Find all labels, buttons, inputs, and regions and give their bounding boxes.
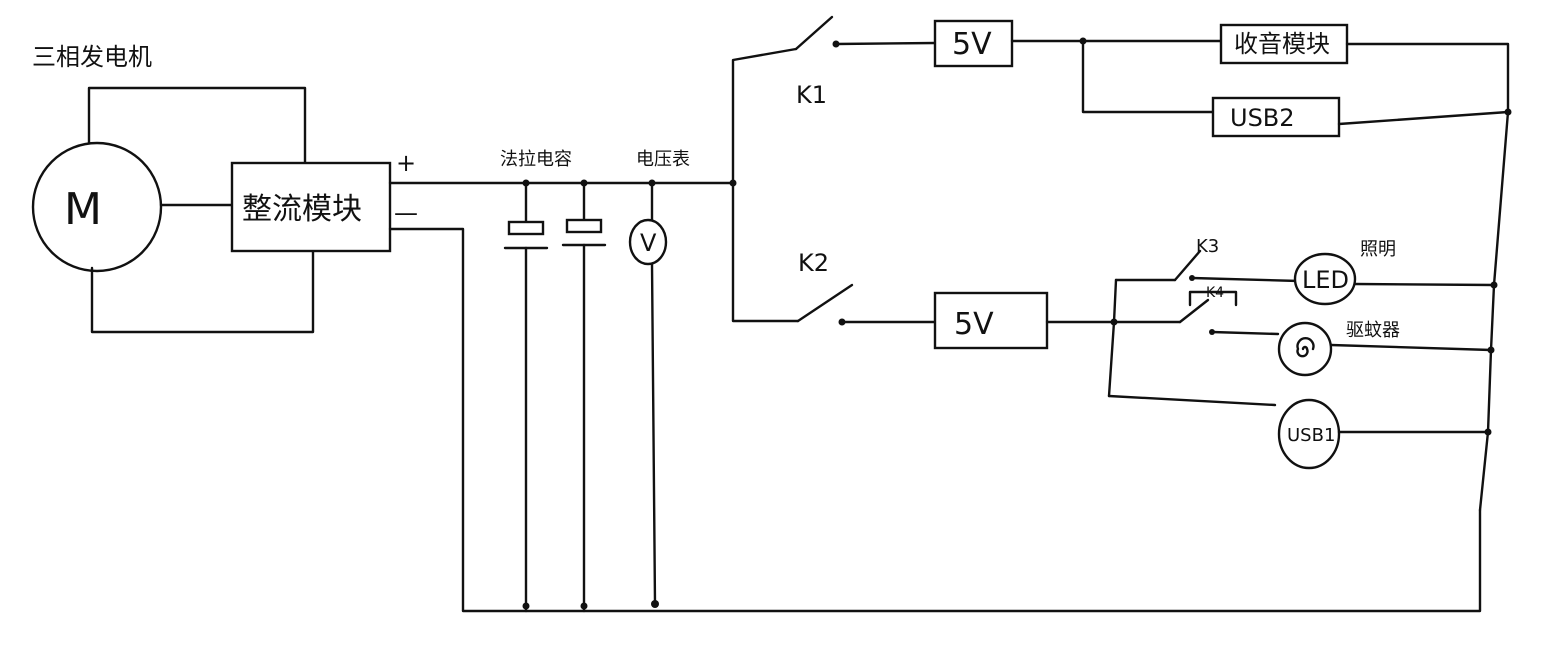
generator-bottom-wire xyxy=(90,249,315,334)
rectifier-box xyxy=(230,161,392,253)
repeller-return-wire xyxy=(1329,343,1493,352)
capacitor1-plate xyxy=(507,220,545,236)
branch1-5v-box xyxy=(933,19,1014,68)
right-bus-wire xyxy=(1478,110,1510,512)
switch-k2-label: K2 xyxy=(798,249,829,277)
repeller-feed-wire xyxy=(1210,330,1280,336)
radio-module-wire xyxy=(1345,42,1510,114)
usb1-label: USB1 xyxy=(1287,425,1335,446)
switch-k1-blade xyxy=(794,15,834,51)
usb2-return-wire xyxy=(1337,110,1510,126)
led-function-label: 照明 xyxy=(1360,239,1396,260)
junction-cap2-bottom xyxy=(580,602,588,610)
branch2-5v-box xyxy=(933,291,1049,350)
branch-split-wire xyxy=(731,47,800,323)
junction-repeller xyxy=(1487,346,1495,354)
switch-k3-label: K3 xyxy=(1196,236,1219,257)
usb1-feed-wire xyxy=(1107,394,1277,407)
generator-title: 三相发电机 xyxy=(32,43,152,71)
capacitor2-plate xyxy=(565,218,603,234)
capacitor-label: 法拉电容 xyxy=(500,149,572,170)
rectifier-label: 整流模块 xyxy=(242,192,362,227)
usb2-feed-wire xyxy=(1081,39,1215,114)
branch1-wire-a xyxy=(834,41,937,46)
repeller-function-label: 驱蚊器 xyxy=(1346,320,1400,341)
branch2-5v-label: 5V xyxy=(954,307,994,342)
switch-k3-blade xyxy=(1173,249,1202,282)
generator-symbol: M xyxy=(64,184,102,235)
rectifier-plus: + xyxy=(396,149,416,177)
led-feed-wire xyxy=(1190,276,1301,283)
voltmeter-label: 电压表 xyxy=(636,149,690,170)
switch-k2-blade xyxy=(796,283,854,323)
usb2-label: USB2 xyxy=(1230,104,1295,132)
radio-module-label: 收音模块 xyxy=(1234,30,1330,58)
generator-circle xyxy=(31,141,163,273)
led-circle xyxy=(1293,252,1357,306)
led-return-wire xyxy=(1353,282,1496,287)
led-label: LED xyxy=(1302,266,1349,294)
repeller-spiral-icon xyxy=(1296,337,1315,358)
voltmeter-lead-bottom xyxy=(650,262,657,606)
usb2-box xyxy=(1211,96,1341,138)
voltmeter-circle xyxy=(628,218,668,266)
repeller-circle xyxy=(1277,321,1333,377)
branch1-5v-label: 5V xyxy=(952,27,992,62)
voltmeter-symbol: V xyxy=(640,229,657,257)
junction-led xyxy=(1490,281,1498,289)
rectifier-minus: — xyxy=(394,199,418,227)
junction-usb1 xyxy=(1484,428,1492,436)
negative-return-wire xyxy=(388,227,1482,613)
branch2-left-bus xyxy=(1107,278,1118,398)
usb1-circle xyxy=(1277,398,1341,470)
generator-top-wire xyxy=(87,86,307,165)
junction-volt-bottom xyxy=(651,600,659,608)
junction-cap1-bottom xyxy=(522,602,530,610)
switch-k1-label: K1 xyxy=(796,81,827,109)
switch-k4-bracket xyxy=(1188,290,1238,307)
switch-k4-blade xyxy=(1178,298,1210,324)
